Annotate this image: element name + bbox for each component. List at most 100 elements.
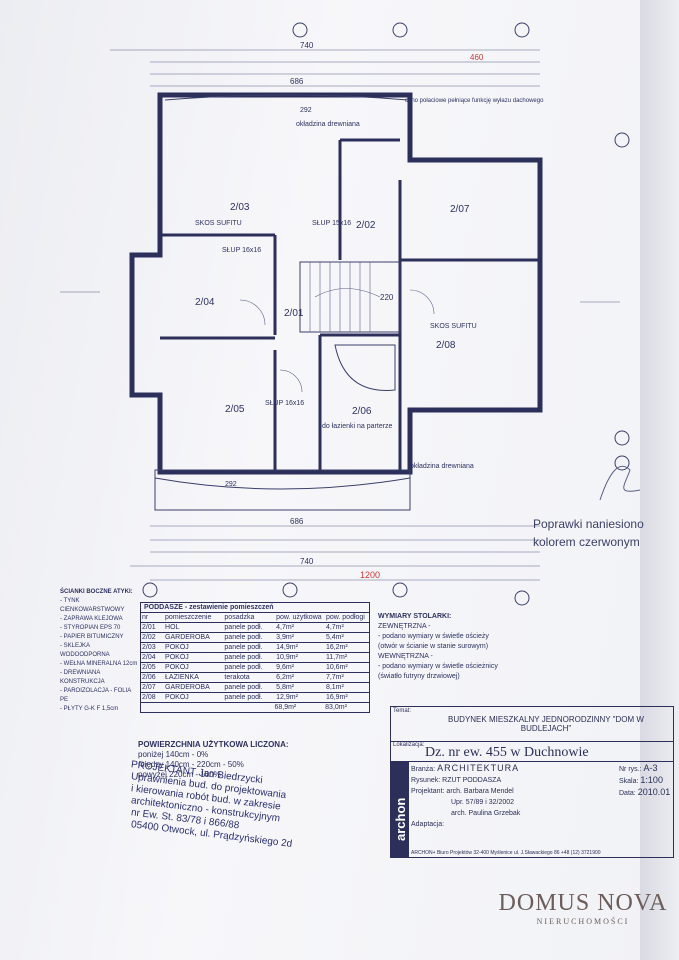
window-note: okno połaciowe pełniące funkcję wyłazu d… [405, 98, 544, 104]
cell-area-use: 10,9m² [276, 654, 298, 661]
cell-area-use: 9,6m² [276, 664, 295, 671]
curved-eave-top [164, 94, 409, 101]
legend-item: - PŁYTY G-K F 1,5cm [60, 706, 119, 712]
tb-upr: Upr. 57/89 i 32/2002 [451, 799, 515, 806]
tb-data-label: Data: [619, 790, 636, 797]
sufit-label-2: SKOS SUFITU [430, 323, 477, 330]
tb-rys-label: Rysunek: [411, 777, 441, 784]
usable-area-note: POWIERZCHNIA UŻYTKOWA LICZONA: poniżej 1… [138, 740, 289, 780]
cell-area-floor: 16,2m² [325, 644, 348, 651]
wall-legend: ŚCIANKI BOCZNE ATYKI: - TYNK CIENKOWARST… [60, 588, 140, 714]
cell-id: 2/07 [142, 684, 156, 691]
tb-footer: ARCHON+ Biuro Projektów 32-400 Myślenice… [411, 850, 601, 856]
cell-id: 2/01 [142, 624, 156, 631]
cell-name: POKÓJ [165, 644, 189, 651]
axis-c-top [292, 22, 308, 38]
room-table-total: 68,9m² 83,0m² [140, 703, 370, 713]
cell-area-floor: 11,7m² [325, 654, 348, 661]
axis-b-right [614, 430, 630, 446]
cell-name: POKÓJ [165, 654, 189, 661]
correction-note: Poprawki naniesiono kolorem czerwonym [533, 515, 663, 551]
tb-rysunek: RZUT PODDASZA [442, 777, 502, 784]
room-2-06: 2/06 [352, 406, 372, 417]
cell-area-floor: 7,7m² [325, 674, 344, 681]
dim-red-1200: 1200 [360, 570, 380, 580]
axis-g-right [614, 132, 630, 148]
dim-red-460: 460 [470, 53, 484, 62]
dim-220: 220 [380, 293, 394, 302]
room-2-08: 2/08 [436, 340, 456, 351]
axis-5-bottom [514, 590, 530, 606]
okladzina-top: okładzina drewniana [296, 121, 360, 128]
tb-branza-label: Branża: [411, 766, 436, 773]
axis-1-bottom [142, 582, 158, 598]
room-table-colheads: nr pomieszczenie posadzka pow. użytkowa … [140, 613, 370, 623]
door-note: do łazienki na parterze [322, 423, 393, 430]
cell-area-floor: 10,6m² [325, 664, 348, 671]
tb-proj-label: Projektant: [411, 788, 445, 795]
tb-lokalizacja: Lokalizacja: Dz. nr ew. 455 w Duchnowie [391, 741, 673, 762]
room-2-02: 2/02 [356, 220, 376, 231]
cell-finish: panele podł. [224, 684, 263, 691]
room-table: PODDASZE - zestawienie pomieszczeń nr po… [140, 602, 370, 713]
door-arc [409, 289, 435, 315]
legend-item: - WEŁNA MINERALNA 12cm [60, 661, 138, 667]
dim-292-top: 292 [300, 107, 312, 114]
dim-686-bottom: 686 [290, 517, 304, 526]
cell-name: GARDEROBA [165, 684, 210, 691]
cell-area-use: 6,2m² [276, 674, 295, 681]
joinery-int-1: - podano wymiary w świetle ościeżnicy [378, 663, 498, 670]
archon-brand-bar: archon [391, 761, 409, 857]
slup-label-3: SŁUP 16x16 [265, 400, 304, 407]
tb-lok-value: Dz. nr ew. 455 w Duchnowie [425, 745, 589, 760]
cell-id: 2/05 [142, 664, 156, 671]
cell-area-use: 5,8m² [276, 684, 295, 691]
axis-c-bottom [282, 582, 298, 598]
dim-top: 740 [300, 41, 314, 50]
stairs [299, 261, 401, 333]
usable-area-title: POWIERZCHNIA UŻYTKOWA LICZONA: [138, 740, 289, 749]
okladzina-bottom: okładzina drewniana [410, 463, 474, 470]
logo-name: DOMUS NOVA [498, 890, 668, 916]
cell-area-floor: 8,1m² [325, 684, 344, 691]
tb-temat: Temat: BUDYNEK MIESZKALNY JEDNORODZINNY … [391, 707, 673, 742]
tb-branza: ARCHITEKTURA [437, 763, 520, 773]
dim-292-bottom: 292 [225, 481, 237, 488]
legend-item: - PAROIZOLACJA - FOLIA PE [60, 688, 131, 703]
top-dimensions: 740 686 460 [110, 41, 540, 87]
cell-finish: panele podł. [224, 634, 263, 641]
total-floor: 83,0m² [325, 704, 347, 711]
cell-id: 2/02 [142, 634, 156, 641]
cell-id: 2/08 [142, 694, 156, 701]
tb-temat-value: BUDYNEK MIESZKALNY JEDNORODZINNY "DOM W … [448, 715, 644, 733]
col-use: pow. użytkowa [276, 614, 322, 621]
tb-lok-label: Lokalizacja: [393, 742, 425, 748]
legend-item: - STYROPIAN EPS 70 [60, 625, 121, 631]
archon-brand: archon [393, 797, 408, 841]
joinery-note: WYMIARY STOLARKI: ZEWNĘTRZNA - - podano … [378, 612, 578, 682]
usable-area-3: powyżej 220cm - 100% [138, 770, 221, 779]
tb-asyst: arch. Paulina Grzebak [451, 810, 521, 817]
paper-edge [640, 0, 679, 960]
door-arc [239, 299, 266, 326]
tb-temat-label: Temat: [393, 708, 412, 714]
tb-skala-label: Skala: [619, 778, 639, 785]
tb-skala: 1:100 [640, 775, 663, 785]
legend-item: - DREWNIANA KONSTRUKCJA [60, 670, 105, 685]
legend-title: ŚCIANKI BOCZNE ATYKI: [60, 589, 133, 595]
tb-details: Branża: ARCHITEKTURA Rysunek: RZUT PODDA… [411, 763, 520, 830]
tb-nr-label: Nr rys.: [619, 766, 642, 773]
table-row: 2/07 GARDEROBA panele podł. 5,8m² 8,1m² [140, 683, 370, 693]
room-2-05: 2/05 [225, 404, 245, 415]
slup-label-2: SŁUP 16x16 [222, 247, 261, 254]
cell-finish: panele podł. [224, 664, 263, 671]
cell-name: POKÓJ [165, 664, 189, 671]
room-table-header: PODDASZE - zestawienie pomieszczeń [140, 602, 370, 613]
joinery-ext: ZEWNĘTRZNA - [378, 623, 431, 630]
outer-wall [129, 92, 543, 475]
cell-finish: panele podł. [224, 624, 263, 631]
